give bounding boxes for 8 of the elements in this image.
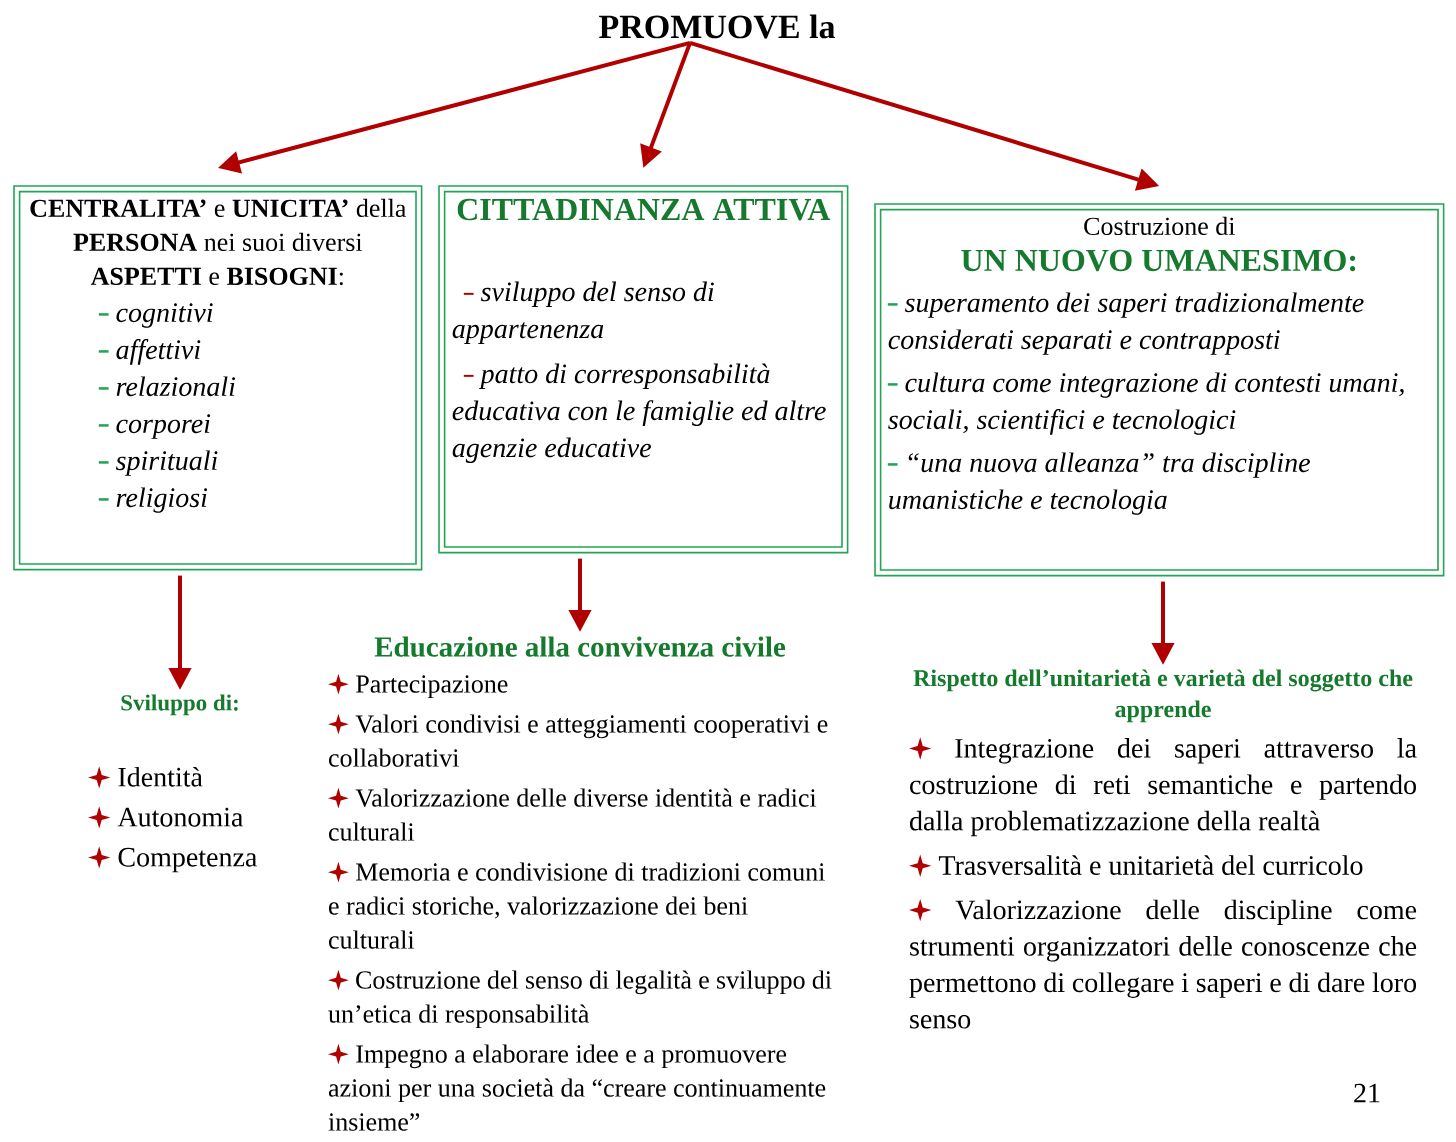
content-box: CENTRALITA’ e UNICITA’ della PERSONA nei suoi diversi ASPETTI e BISOGNI: cognitivi affettivi relazionali corporei spirituali religiosi xyxy=(13,185,423,571)
page-number: 21 xyxy=(1354,1083,1380,1103)
heading-text: PROMUOVE la xyxy=(599,14,836,39)
list-text: Sviluppo di: Identità Autonomia Competenza xyxy=(88,694,257,873)
content-box: Costruzione di UN NUOVO UMANESIMO: superamento dei saperi tradizionalmente considerati separati e contrapposti cultura come integrazione di contesti umani, sociali, scientifici e tecnologici “una nuova alleanza” tra discipline umanistiche e tecnologia xyxy=(874,203,1445,577)
content-box: CITTADINANZA ATTIVA sviluppo del senso di appartenenza patto di corresponsabilità educativa con le famiglie ed altre agenzie educative xyxy=(438,185,849,554)
list-text: Educazione alla convivenza civile Partecipazione Valori condivisi e atteggiamenti cooperativi e collaborativi Valorizzazione delle diverse identità e radici culturali Memoria e condivisione di tradizioni comuni e radici storiche, valorizzazione dei beni culturali Costruzione del senso di legalità e sviluppo di un’etica di responsabilità Impegno a elaborare idee e a promuovere azioni per una società da “creare continuamente insieme” xyxy=(328,636,832,1131)
list-text: Rispetto dell’unitarietà e varietà del soggetto che apprende Integrazione dei saperi attraverso la costruzione di reti semantiche e partendo dalla problematizzazione della realtà Trasversalità e unitarietà del curricolo Valorizzazione delle discipline come strumenti organizzatori delle conoscenze che permettono di collegare i saperi e di dare loro senso xyxy=(909,669,1417,1029)
